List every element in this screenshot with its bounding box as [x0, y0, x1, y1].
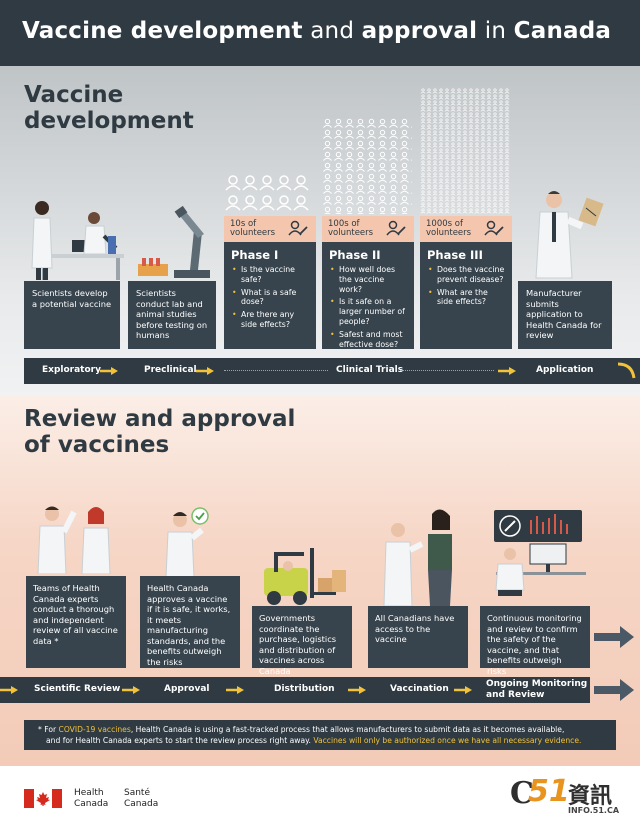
- forklift-illustration: [264, 548, 346, 605]
- timeline-vaccination: Vaccination: [390, 684, 449, 694]
- scientists-lab-illustration: [31, 201, 124, 280]
- phase-1-volunteers: 10s of volunteers: [224, 216, 316, 242]
- microscope-illustration: [138, 205, 210, 278]
- timeline-exploratory: Exploratory: [42, 365, 101, 375]
- development-title: Vaccine development: [24, 82, 194, 134]
- phase-2-volunteers: 100s of volunteers: [322, 216, 414, 242]
- phase-3-volunteers: 1000s of volunteers: [420, 216, 512, 242]
- timeline-clinical-trials: Clinical Trials: [336, 365, 404, 375]
- phase-1-card: 10s of volunteers Phase I Is the vaccine…: [224, 216, 316, 349]
- phase-3-card: 1000s of volunteers Phase III Does the v…: [420, 216, 512, 349]
- review-title: Review and approval of vaccines: [24, 406, 296, 458]
- yellow-arrow-icon: [0, 686, 18, 694]
- box-scientists-develop: Scientists develop a potential vaccine: [24, 281, 120, 349]
- box-scientists-conduct: Scientists conduct lab and animal studie…: [128, 281, 216, 349]
- volunteers-phase2-icons: [322, 118, 412, 214]
- next-arrow-icon: [594, 626, 634, 648]
- box-manufacturer: Manufacturer submits application to Heal…: [518, 281, 612, 349]
- timeline-scientific-review: Scientific Review: [34, 684, 121, 694]
- review-box-monitoring: Continuous monitoring and review to conf…: [480, 606, 590, 676]
- phase-3-title: Phase III: [427, 248, 483, 262]
- phase-1-list: Is the vaccine safe? What is a safe dose…: [224, 265, 316, 330]
- yellow-arrow-icon: [454, 686, 472, 694]
- yellow-arrow-icon: [196, 367, 214, 375]
- approval-illustration: [165, 507, 209, 578]
- phase-2-list: How well does the vaccine work? Is it sa…: [322, 265, 414, 349]
- yellow-arrow-icon: [498, 367, 516, 375]
- phase-1-title: Phase I: [231, 248, 279, 262]
- volunteer-search-icon: [484, 220, 504, 236]
- review-timeline: Scientific Review Approval Distribution …: [0, 677, 590, 703]
- manufacturer-illustration: [535, 191, 604, 279]
- page-title: Vaccine development and approval in Cana…: [22, 18, 612, 44]
- volunteers-phase3-icons: [420, 88, 510, 214]
- watermark-logo: C 51 資訊 INFO.51.CA: [510, 774, 620, 815]
- volunteer-search-icon: [386, 220, 406, 236]
- vaccination-illustration: [383, 509, 452, 606]
- timeline-dots: [224, 370, 328, 371]
- volunteers-phase1-icons: [225, 175, 309, 211]
- timeline-distribution: Distribution: [274, 684, 335, 694]
- review-box-scientific-review: Teams of Health Canada experts conduct a…: [26, 576, 126, 668]
- phase-2-title: Phase II: [329, 248, 381, 262]
- header-banner: Vaccine development and approval in Cana…: [0, 0, 640, 66]
- volunteer-search-icon: [288, 220, 308, 236]
- yellow-arrow-icon: [348, 686, 366, 694]
- next-arrow-icon: [594, 679, 634, 701]
- timeline-application: Application: [536, 365, 594, 375]
- timeline-approval: Approval: [164, 684, 210, 694]
- yellow-arrow-icon: [122, 686, 140, 694]
- review-box-vaccination: All Canadians have access to the vaccine: [368, 606, 468, 668]
- phase-3-list: Does the vaccine prevent disease? What a…: [420, 265, 512, 307]
- monitoring-illustration: [494, 510, 586, 596]
- footnote: * For COVID-19 vaccines, Health Canada i…: [24, 720, 616, 750]
- yellow-arrow-icon: [226, 686, 244, 694]
- timeline-curve-connector: [618, 362, 636, 379]
- yellow-arrow-icon: [100, 367, 118, 375]
- canada-flag-icon: [24, 789, 62, 808]
- development-timeline: Exploratory Preclinical Clinical Trials …: [24, 358, 640, 384]
- phase-2-card: 100s of volunteers Phase II How well doe…: [322, 216, 414, 349]
- timeline-dots: [400, 370, 494, 371]
- timeline-preclinical: Preclinical: [144, 365, 197, 375]
- experts-illustration: [37, 506, 111, 574]
- review-box-distribution: Governments coordinate the purchase, log…: [252, 606, 352, 676]
- review-box-approval: Health Canada approves a vaccine if it i…: [140, 576, 240, 668]
